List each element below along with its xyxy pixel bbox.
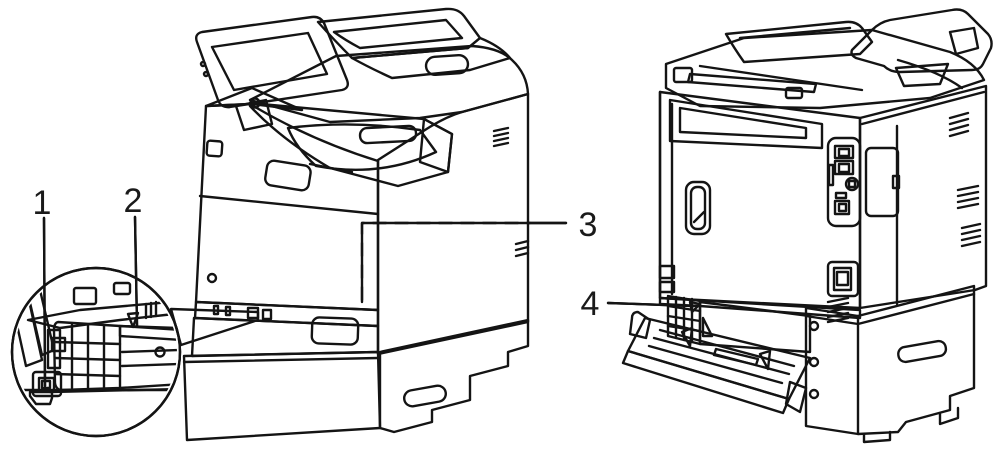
cover-hinge-cap	[628, 310, 652, 340]
panel-side-dot	[202, 70, 210, 78]
adf-input-tray-inner	[332, 18, 464, 50]
rear-scanner-top	[664, 28, 986, 110]
cover-slot	[712, 347, 760, 367]
callout-2-label: 2	[124, 182, 143, 220]
front-screw	[206, 272, 218, 284]
front-panel	[194, 102, 380, 312]
front-door-handle	[264, 159, 312, 192]
pedestal-screw	[808, 388, 820, 400]
inset-ring	[10, 266, 182, 438]
output-tray-arm	[308, 162, 354, 174]
usb-icon	[834, 191, 848, 200]
opening-guide-triangle	[701, 316, 714, 338]
callout-4-leader	[606, 301, 696, 308]
cover-hook	[784, 380, 808, 414]
rear-panel-hinge	[948, 26, 980, 56]
pedestal-screw	[808, 356, 820, 368]
scanner-latch	[672, 66, 694, 84]
touch-screen	[210, 31, 329, 92]
ethernet-port	[833, 144, 855, 160]
rear-cover-open	[621, 294, 812, 415]
front-panel-seam	[198, 194, 380, 216]
output-cavity-wall	[418, 117, 454, 174]
callout-1-label: 1	[33, 184, 52, 222]
rear-tray-unit	[804, 284, 976, 444]
cover-front-lip	[621, 349, 791, 415]
paper-tray-handle	[310, 316, 360, 346]
line-port	[833, 159, 855, 176]
rear-output-slot-recess	[678, 106, 808, 140]
printer-side-panel	[376, 92, 530, 356]
rear-hinge-block	[658, 264, 676, 280]
rear-panel-mount	[894, 62, 950, 88]
output-tray-stopper	[358, 124, 418, 145]
tray-unit-grip	[402, 384, 448, 408]
front-corner-button	[205, 139, 224, 158]
control-panel	[194, 15, 350, 109]
cover-stopper	[680, 326, 694, 348]
cover-opening-interior	[698, 300, 812, 354]
detail-inset	[10, 266, 182, 438]
inset-notch	[126, 311, 140, 329]
tray-unit-lip	[182, 356, 380, 364]
inset-guide-tab	[72, 286, 98, 306]
inset-unit-grid	[53, 322, 177, 390]
rear-control-panel	[850, 8, 993, 74]
platen-rear-edge	[698, 64, 864, 92]
callout-1-leader	[42, 216, 47, 388]
side-vent-right	[956, 184, 982, 248]
rear-view-illustration	[621, 8, 993, 444]
usb-port	[833, 199, 851, 216]
pedestal-foot	[862, 430, 892, 444]
side-door-notch	[891, 174, 901, 190]
rear-hinge-block	[658, 280, 676, 294]
card-slot	[827, 163, 835, 187]
side-vent-top	[948, 111, 970, 138]
power-inlet	[826, 260, 860, 298]
pedestal-grip	[897, 339, 948, 364]
rear-cover-latch	[684, 180, 712, 236]
inset-unit-hole	[154, 346, 166, 358]
scanner-hinge-bar	[686, 72, 818, 94]
inset-transfer-unit	[52, 320, 177, 392]
rear-side-panel	[858, 84, 988, 310]
panel-side-dot	[199, 60, 207, 68]
inset-comb	[144, 300, 158, 320]
callout-4-label: 4	[581, 285, 600, 323]
round-connector	[844, 176, 860, 192]
rear-adf-input-tray	[724, 20, 874, 64]
front-view-illustration	[182, 7, 530, 442]
callout-2-leader	[133, 215, 139, 328]
side-vent-grille	[492, 126, 530, 258]
tray-gap-detail	[261, 308, 273, 321]
callout-3-label: 3	[579, 206, 598, 244]
adf-output-area	[350, 36, 512, 80]
pedestal-foot	[938, 406, 960, 426]
rear-output-slot	[668, 98, 824, 150]
scanner-top	[248, 44, 530, 124]
tray-unit-front	[182, 350, 382, 442]
output-catch-tray	[286, 123, 438, 171]
callouts-layer: 1 2 3 4	[33, 182, 696, 388]
tray-unit-side	[378, 318, 530, 434]
adf-finger-recess	[424, 53, 470, 77]
scanner-contour	[896, 58, 964, 90]
inset-post-tab	[50, 336, 67, 353]
interface-ports-panel	[826, 136, 862, 228]
paper-tray-front	[190, 316, 380, 358]
region-3-outline	[360, 221, 568, 304]
scanner-latch	[784, 86, 804, 100]
cover-stopper	[758, 349, 772, 371]
inset-guide-tab	[112, 281, 132, 296]
